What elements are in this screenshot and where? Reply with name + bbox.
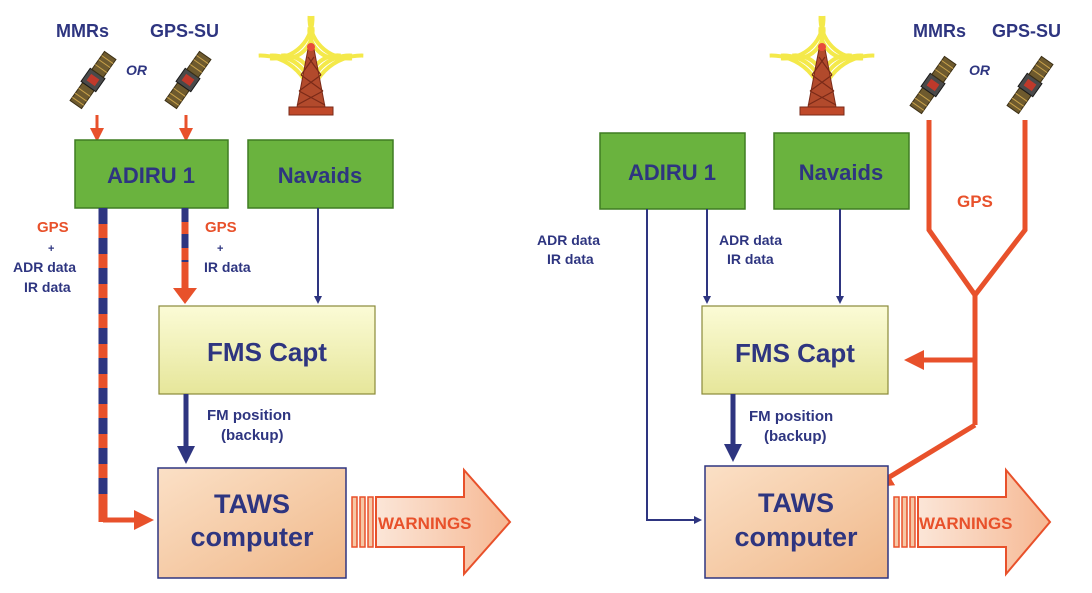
- warnings-arrow: [351, 467, 512, 577]
- backup-label: (backup): [764, 428, 827, 445]
- gps-to-taws-arrow: [872, 422, 977, 488]
- right-mmrs-label: MMRs: [913, 21, 966, 41]
- left-plus-label: +: [48, 243, 54, 255]
- adiru-box: [599, 132, 746, 210]
- radio-tower-icon: [767, 13, 877, 117]
- navaids-label: Navaids: [278, 163, 362, 188]
- left-gpssu-label: GPS-SU: [150, 21, 219, 41]
- fms-box: [701, 305, 889, 395]
- navaids-label: Navaids: [799, 160, 883, 185]
- right-or-label: OR: [969, 62, 991, 78]
- fms-label: FMS Capt: [735, 338, 855, 368]
- radio-tower-icon: [256, 13, 366, 117]
- warnings-label: WARNINGS: [378, 514, 472, 533]
- taws-line1: TAWS: [214, 489, 290, 519]
- fms-box: [158, 305, 376, 395]
- backup-label: (backup): [221, 427, 284, 444]
- right-adr-left-label: ADR data: [537, 232, 600, 248]
- navaids-box: [247, 139, 394, 209]
- taws-line2: computer: [190, 522, 314, 552]
- mid-gps-label: GPS: [205, 219, 237, 236]
- left-diagram: MMRs OR GPS-SU ADIRU 1 Navaids GPS + ADR…: [13, 13, 512, 579]
- left-gps-label: GPS: [37, 219, 69, 236]
- navaids-box: [773, 132, 910, 210]
- right-diagram: MMRs OR GPS-SU GPS ADIRU 1 Navaids ADR d…: [537, 13, 1061, 579]
- warnings-label: WARNINGS: [919, 514, 1013, 533]
- satellite-icon: [907, 54, 959, 116]
- taws-line1: TAWS: [758, 488, 834, 518]
- taws-box: [704, 465, 889, 579]
- fm-position-label: FM position: [207, 407, 291, 424]
- left-or-label: OR: [126, 62, 148, 78]
- adiru-box: [74, 139, 229, 209]
- mid-plus-label: +: [217, 243, 223, 255]
- gps-ir-arrowhead: [173, 288, 197, 304]
- right-gps-label: GPS: [957, 192, 993, 211]
- satellite-icon: [1004, 54, 1056, 116]
- left-ir-label: IR data: [24, 279, 71, 295]
- fm-position-label: FM position: [749, 408, 833, 425]
- mid-ir-label: IR data: [204, 259, 251, 275]
- adr-ir-line: [646, 209, 694, 521]
- taws-box: [157, 467, 347, 579]
- warnings-arrow: [893, 467, 1052, 577]
- fms-label: FMS Capt: [207, 337, 327, 367]
- right-ir-left-label: IR data: [547, 251, 594, 267]
- taws-line2: computer: [734, 522, 858, 552]
- satellite-icon: [67, 49, 119, 111]
- adiru-label: ADIRU 1: [628, 160, 716, 185]
- right-gpssu-label: GPS-SU: [992, 21, 1061, 41]
- left-mmrs-label: MMRs: [56, 21, 109, 41]
- right-ir-mid-label: IR data: [727, 251, 774, 267]
- right-adr-mid-label: ADR data: [719, 232, 782, 248]
- adiru-label: ADIRU 1: [107, 163, 195, 188]
- satellite-icon: [162, 49, 214, 111]
- left-adr-label: ADR data: [13, 259, 76, 275]
